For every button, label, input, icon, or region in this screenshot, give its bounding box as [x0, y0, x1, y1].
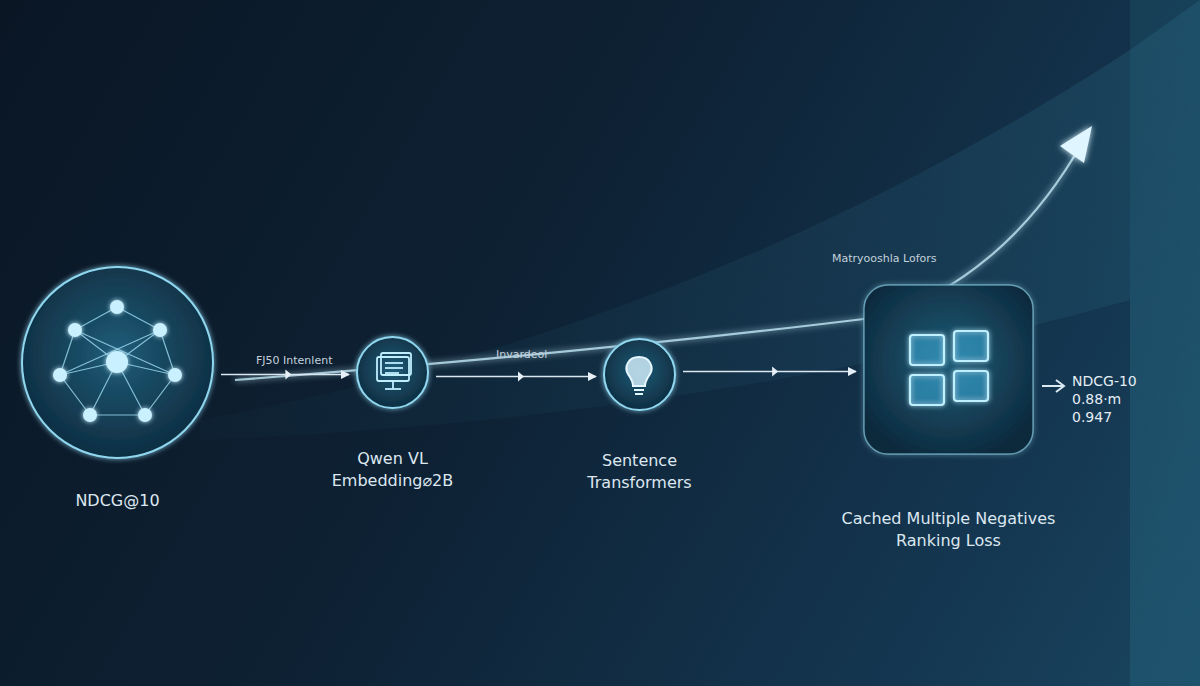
- node-circle: [602, 337, 677, 412]
- node-circle: [20, 265, 215, 460]
- growth-arrowhead: [1060, 126, 1092, 163]
- arrow-chevron: [285, 370, 291, 380]
- curve-label: Matryooshla Lofors: [832, 252, 937, 266]
- metric-value: NDCG-10: [1072, 372, 1137, 390]
- loss-box: Cached Multiple Negatives Ranking Loss: [862, 283, 1035, 456]
- library-circle: Sentence Transformers: [602, 337, 677, 412]
- metric-value: 0.947: [1072, 408, 1112, 426]
- light-band: [1130, 0, 1200, 686]
- node-circle: [355, 335, 430, 410]
- node-heading: Sentence Transformers: [570, 450, 710, 494]
- edge-label: FJ50 Intenlent: [256, 354, 332, 368]
- flow-arrow: [221, 374, 349, 376]
- metric-value: 0.88·m: [1072, 390, 1121, 408]
- model-circle: Qwen VL Embedding⌀2B: [355, 335, 430, 410]
- node-rounded-square: [862, 283, 1035, 456]
- node-heading: Cached Multiple Negatives Ranking Loss: [814, 508, 1084, 552]
- input-circle: NDCG@10: [20, 265, 215, 460]
- node-heading: NDCG@10: [18, 490, 218, 512]
- light-band: [200, 0, 1200, 686]
- flow-arrow: [436, 376, 596, 378]
- node-heading: Qwen VL Embedding⌀2B: [323, 448, 463, 492]
- output-arrow: [1042, 380, 1064, 392]
- flow-arrow: [683, 371, 856, 373]
- arrow-chevron: [518, 372, 524, 382]
- arrow-chevron: [772, 367, 778, 377]
- edge-label: Invardeol: [496, 348, 547, 362]
